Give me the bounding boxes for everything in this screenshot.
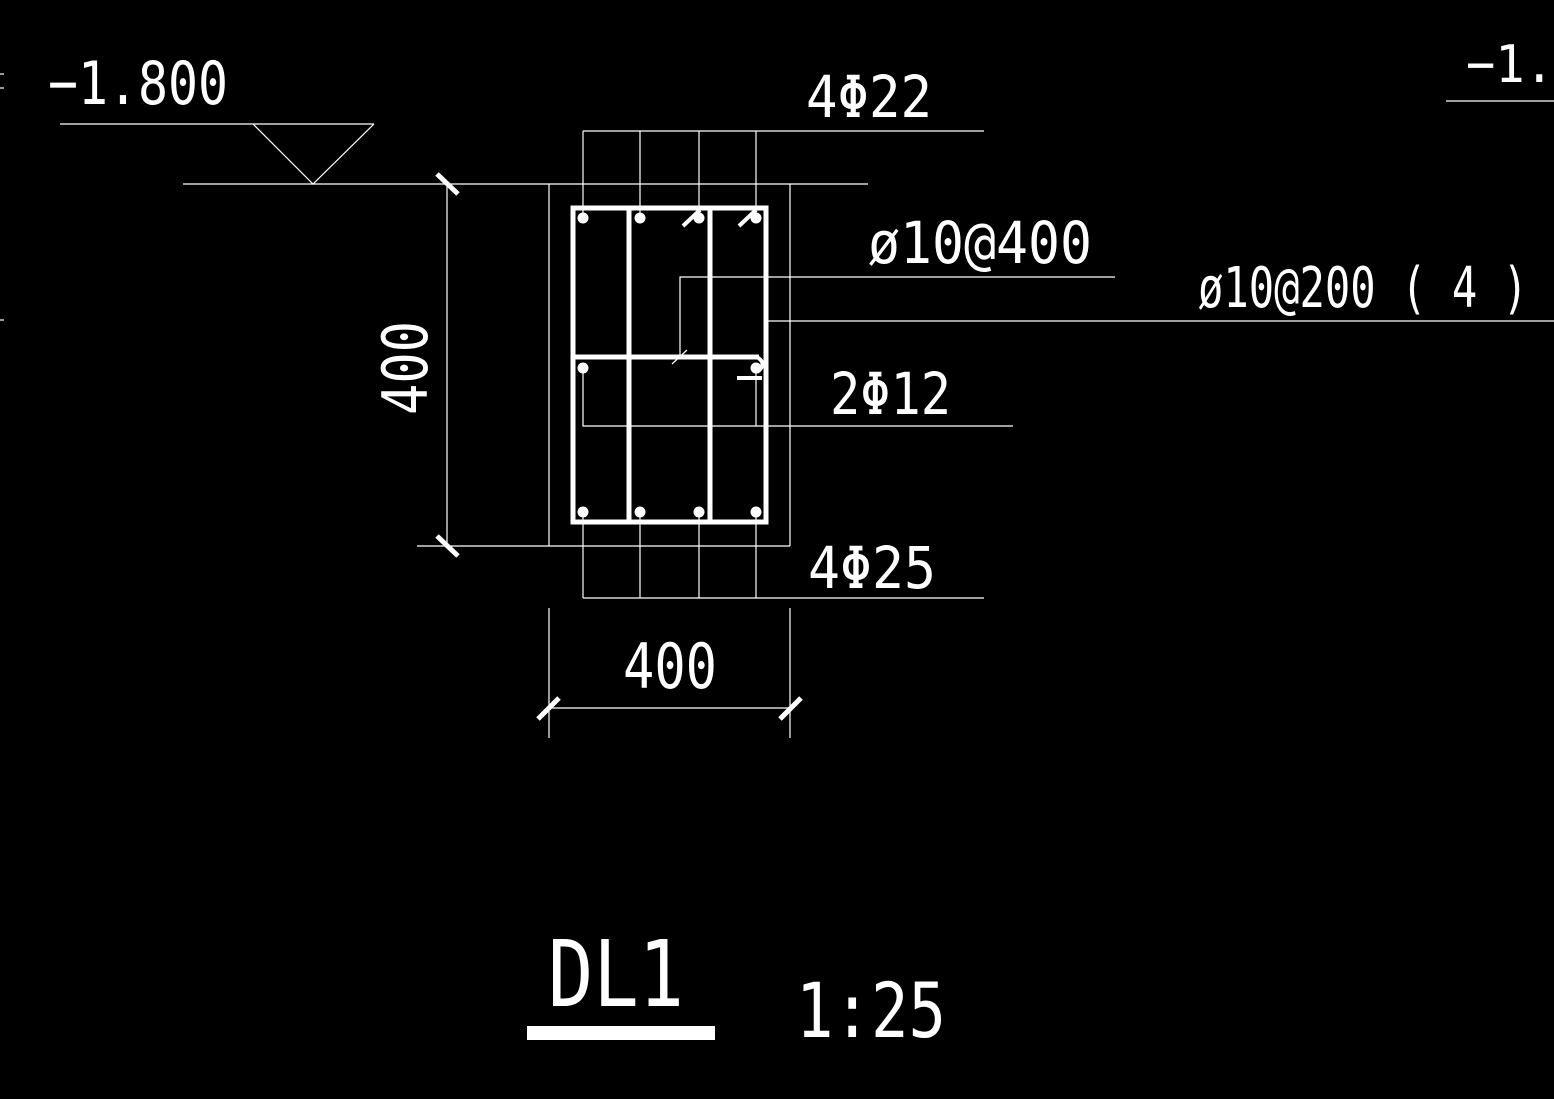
height-dimension (435, 172, 460, 558)
bottom-bars-label: 4Φ25 (808, 534, 936, 602)
elevation-marker (60, 123, 868, 185)
side-bars-label: 2Φ12 (830, 360, 951, 428)
width-dimension (536, 608, 803, 738)
stirrup-hooks (681, 208, 758, 228)
top-bars-label: 4Φ22 (806, 63, 932, 131)
stirrup-outer (570, 205, 769, 525)
tie-leader (671, 276, 1115, 365)
bottom-bars-leader (582, 512, 984, 599)
bottom-rebars (577, 506, 762, 518)
stirrup-main-label: ø10@200 ( 4 ) (1198, 256, 1528, 321)
stirrup-tie-label: ø10@400 (868, 209, 1092, 277)
scale-label: 1:25 (796, 966, 946, 1055)
edge-ticks (0, 73, 4, 321)
tie-bar (573, 354, 765, 380)
top-bars-leader (582, 130, 984, 218)
side-rebars (577, 362, 762, 374)
side-bars-leader (582, 368, 1013, 427)
title-underline (527, 1026, 715, 1040)
section-title: DL1 (548, 921, 684, 1028)
top-rebars (577, 212, 762, 224)
section-outline (417, 184, 791, 547)
elevation-label-partial: −1. (1466, 35, 1554, 95)
stirrup-inner (626, 205, 713, 525)
elevation-label: −1.800 (48, 49, 228, 119)
height-dimension-label: 400 (369, 321, 442, 415)
width-dimension-label: 400 (623, 630, 717, 703)
